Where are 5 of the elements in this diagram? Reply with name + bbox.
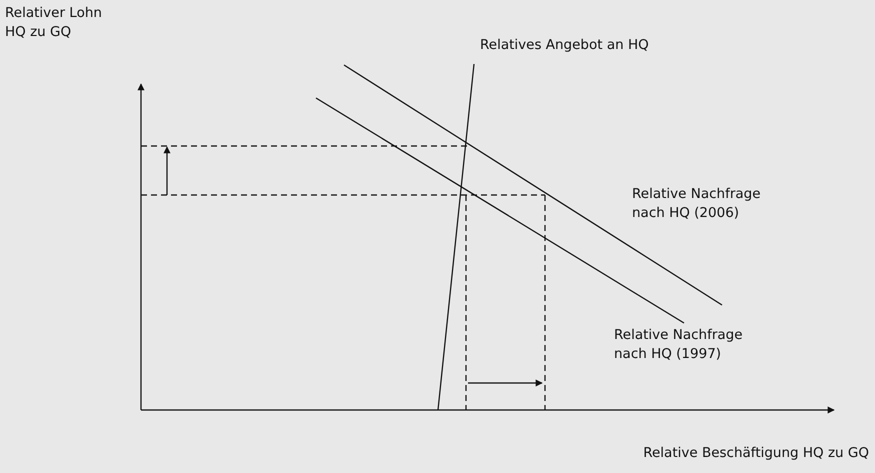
curve-label: Relative Nachfrage nach HQ (2006)	[632, 185, 762, 223]
axis-title: Relativer Lohn HQ zu GQ	[5, 4, 103, 42]
axis-title: Relative Beschäftigung HQ zu GQ	[643, 444, 869, 463]
curve-label: Relatives Angebot an HQ	[480, 36, 649, 55]
curve-label: Relative Nachfrage nach HQ (1997)	[614, 326, 744, 364]
